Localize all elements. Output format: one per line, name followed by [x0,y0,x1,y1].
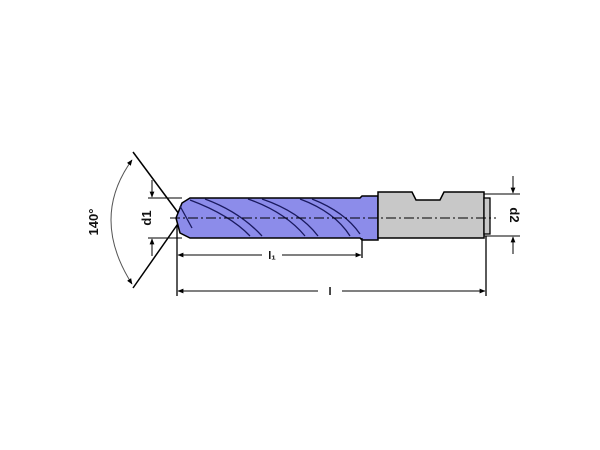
d2-dimension [484,176,520,254]
extension-lines [176,225,487,296]
d1-dimension [148,180,182,256]
flute-body [175,195,379,241]
l1-label: l₁ [268,250,276,262]
point-angle-arc [110,159,133,285]
l-label: l [328,286,331,298]
point-angle-lines [132,151,183,289]
d2-label: d2 [507,207,522,222]
shank [377,191,491,239]
point-angle-label: 140° [86,209,101,236]
d1-label: d1 [139,210,154,225]
